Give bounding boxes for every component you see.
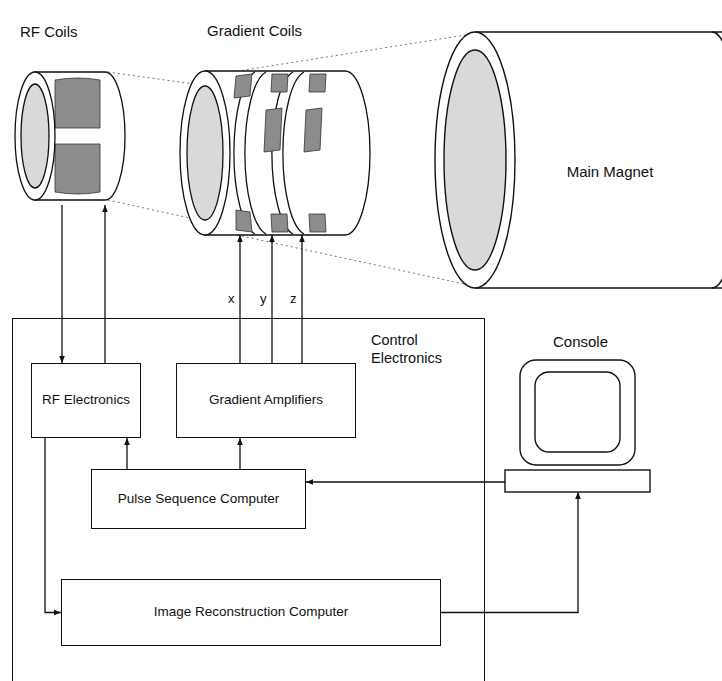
gradient-amplifiers-box: Gradient Amplifiers — [176, 363, 356, 438]
node-label: RF Coils — [20, 23, 78, 42]
pulse-sequence-box: Pulse Sequence Computer — [91, 469, 306, 529]
signal-arrow — [104, 205, 105, 363]
node-label: Control Electronics — [371, 331, 467, 367]
signal-arrow — [306, 481, 505, 482]
console: Console — [505, 330, 650, 492]
image-reconstruction-box: Image Reconstruction Computer — [61, 579, 441, 646]
gradient-coils: Gradient Coils — [180, 15, 370, 235]
console-monitor — [505, 360, 650, 492]
main-magnet: Main Magnet — [520, 150, 700, 195]
signal-arrow — [441, 492, 578, 613]
rf-coil-cylinder — [15, 72, 125, 200]
node-label: Gradient Coils — [207, 22, 302, 41]
control-electronics-box: Control Electronics RF Electronics Gradien… — [12, 318, 485, 681]
guide-lines — [108, 33, 478, 287]
signal-arrow — [301, 235, 302, 363]
signal-arrow — [126, 438, 127, 469]
signal-arrow — [271, 235, 272, 363]
node-label: Pulse Sequence Computer — [118, 491, 279, 508]
axis-label: x — [226, 292, 237, 306]
signal-arrow — [239, 438, 240, 469]
main-magnet — [435, 32, 722, 288]
gradient-coil-cylinder — [180, 71, 370, 235]
node-label: Gradient Amplifiers — [209, 392, 323, 409]
axis-label: y — [258, 292, 269, 306]
signal-arrow — [239, 235, 240, 363]
signal-arrow — [45, 438, 61, 613]
node-label: Console — [553, 333, 608, 352]
rf-coils: RF Coils — [10, 15, 125, 205]
rf-electronics-box: RF Electronics — [31, 363, 141, 438]
axis-label: z — [288, 292, 299, 306]
signal-arrow — [61, 205, 62, 363]
node-label: RF Electronics — [42, 392, 130, 409]
node-label: Image Reconstruction Computer — [154, 604, 348, 621]
node-label: Main Magnet — [567, 163, 654, 182]
